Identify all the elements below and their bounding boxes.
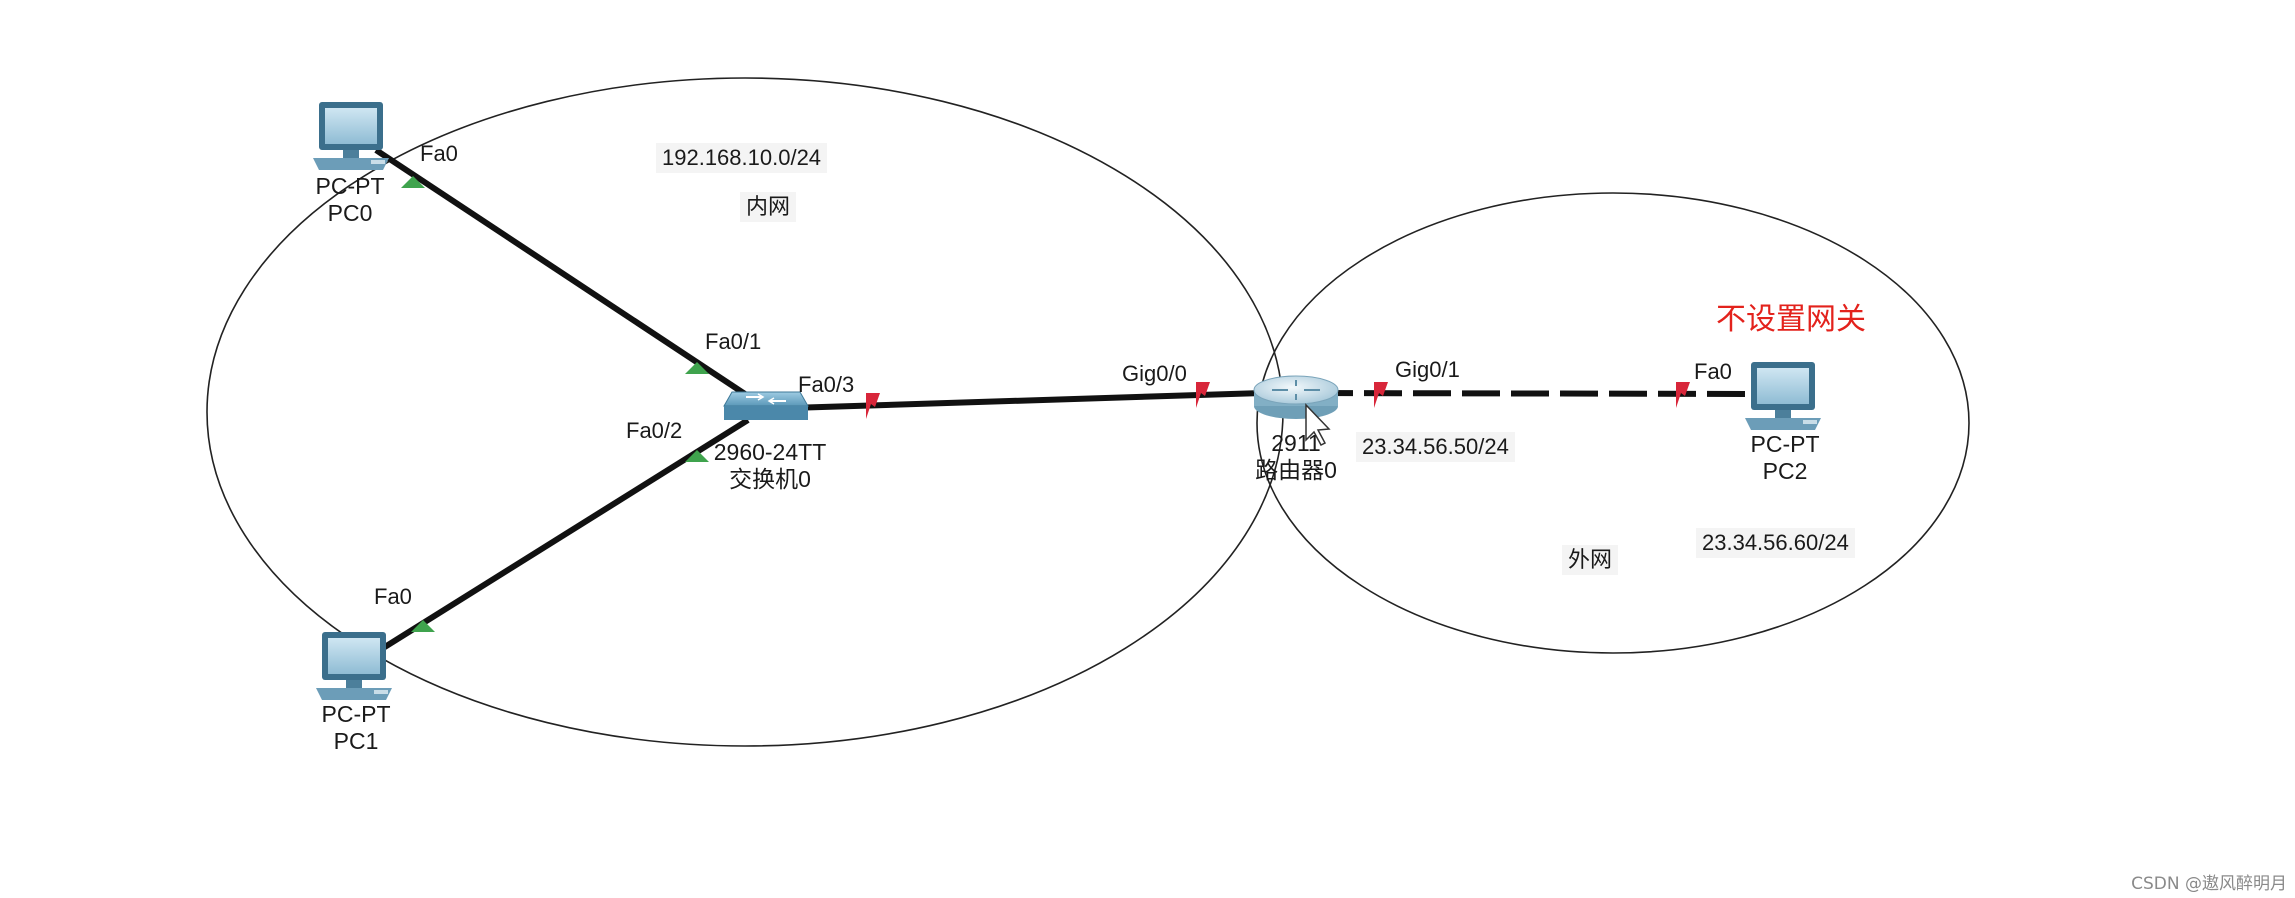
port-label-pc1-fa0: Fa0	[374, 584, 412, 609]
pc1-computer-icon[interactable]	[316, 632, 392, 700]
router-icon[interactable]	[1253, 375, 1339, 446]
pc2-name: PC2	[1762, 458, 1808, 484]
port-label-pc0-fa0: Fa0	[420, 141, 458, 166]
router-model: 2911	[1271, 430, 1321, 456]
pc2-ip-label: 23.34.56.60/24	[1696, 528, 1855, 558]
pc1-name: PC1	[333, 728, 379, 754]
port-sw1-up-marker	[685, 362, 709, 374]
pc2-computer-icon[interactable]	[1745, 362, 1821, 430]
pc0-name: PC0	[327, 200, 373, 226]
lan-subnet-label: 192.168.10.0/24	[656, 143, 828, 173]
pc1-type: PC-PT	[321, 701, 391, 727]
pc2-label: PC-PT PC2	[1735, 433, 1835, 483]
switch-icon[interactable]	[723, 391, 809, 420]
pc0-computer-icon[interactable]	[313, 102, 389, 170]
port-sw2-up-marker	[685, 450, 709, 462]
port-label-router-gig0-0: Gig0/0	[1122, 361, 1187, 386]
router-wan-ip-label: 23.34.56.50/24	[1356, 432, 1515, 462]
pc2-type: PC-PT	[1750, 431, 1820, 457]
router-label: 2911 路由器0	[1236, 432, 1356, 482]
port-rg0-down-marker	[1196, 382, 1210, 408]
wan-zone-ellipse	[1256, 192, 1970, 654]
port-label-pc2-fa0: Fa0	[1694, 359, 1732, 384]
port-rg1-down-marker	[1374, 382, 1388, 408]
port-label-router-gig0-1: Gig0/1	[1395, 357, 1460, 382]
mouse-cursor-icon	[1305, 403, 1331, 446]
watermark-text: CSDN @遨风醉明月	[2131, 874, 2287, 894]
router-name: 路由器0	[1255, 457, 1337, 483]
switch-name: 交换机0	[729, 466, 811, 492]
no-gateway-note: 不设置网关	[1716, 303, 1866, 336]
switch-model: 2960-24TT	[713, 439, 827, 465]
port-label-sw-fa0-2: Fa0/2	[626, 418, 683, 443]
wan-zone-label: 外网	[1562, 545, 1619, 575]
link-switch-router[interactable]	[789, 390, 1264, 411]
link-pc0-switch[interactable]	[374, 147, 750, 399]
pc0-label: PC-PT PC0	[300, 175, 400, 225]
port-pc0-up-marker	[401, 176, 425, 188]
pc0-type: PC-PT	[315, 173, 385, 199]
link-pc1-switch[interactable]	[378, 417, 750, 653]
pc1-label: PC-PT PC1	[306, 703, 406, 753]
port-sw3-down-marker	[866, 393, 880, 419]
port-label-sw-fa0-1: Fa0/1	[705, 329, 762, 354]
switch-label: 2960-24TT 交换机0	[700, 441, 840, 491]
port-pc2-down-marker	[1676, 382, 1690, 408]
port-pc1-up-marker	[411, 620, 435, 632]
lan-zone-label: 内网	[740, 192, 797, 222]
port-label-sw-fa0-3: Fa0/3	[798, 372, 855, 397]
